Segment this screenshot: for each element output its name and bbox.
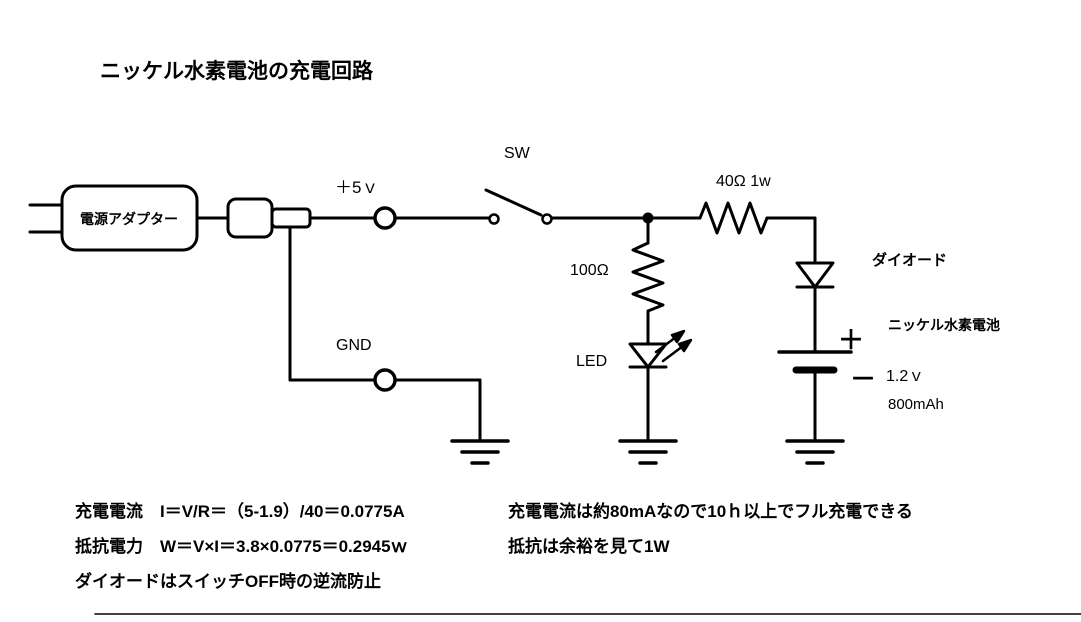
led-arrow-head-2 (677, 338, 693, 353)
resistor-40-symbol (698, 201, 769, 235)
switch-contact-right (541, 213, 553, 225)
led-arrow-head-1 (670, 329, 686, 344)
dc-plug-tip (270, 207, 312, 229)
battery-voltage-label: 1.2ｖ (886, 368, 924, 385)
switch-lever (484, 188, 543, 217)
battery-plus-sign: ＋ (838, 325, 864, 355)
note-full-charge-time: 充電電流は約80mAなので10ｈ以上でフル充電できる (508, 501, 913, 521)
terminal-gnd (373, 368, 397, 392)
dc-jack-body (226, 197, 274, 239)
note-diode-purpose: ダイオードはスイッチOFF時の逆流防止 (75, 571, 381, 591)
note-resistor-margin: 抵抗は余裕を見て1W (508, 536, 670, 556)
page-title: ニッケル水素電池の充電回路 (100, 59, 374, 83)
switch-contact-left (488, 213, 500, 225)
gnd-label: GND (336, 337, 372, 354)
note-resistor-power: 抵抗電力 W＝V×I＝3.8×0.0775＝0.2945ｗ (75, 536, 408, 556)
dc-jack (195, 197, 312, 239)
ground-symbol-middle (618, 439, 678, 465)
resistor-40-label: 40Ω 1w (716, 173, 771, 190)
battery-capacity-label: 800mAh (888, 396, 944, 413)
led-light-arrows (654, 329, 693, 363)
led-arrow-line-1 (654, 335, 678, 354)
led-label: LED (576, 353, 607, 370)
resistor-100-symbol (631, 241, 665, 313)
battery-minus-sign: － (850, 364, 876, 394)
battery-symbol: ＋ － (777, 325, 876, 394)
resistor-100-label: 100Ω (570, 262, 609, 279)
power-adapter-label: 電源アダプター (80, 211, 178, 227)
terminal-5v (373, 206, 397, 230)
led-arrow-line-2 (661, 344, 685, 363)
battery-name-label: ニッケル水素電池 (888, 317, 1000, 333)
ground-symbol-right (785, 439, 845, 465)
diode-symbol (795, 261, 835, 289)
diode-label: ダイオード (872, 251, 947, 269)
ground-symbol-left (450, 439, 510, 465)
plus5v-label: ＋5ｖ (335, 178, 378, 197)
switch-label: SW (504, 145, 531, 162)
note-charge-current: 充電電流 I＝V/R＝（5-1.9）/40＝0.0775A (75, 501, 405, 521)
